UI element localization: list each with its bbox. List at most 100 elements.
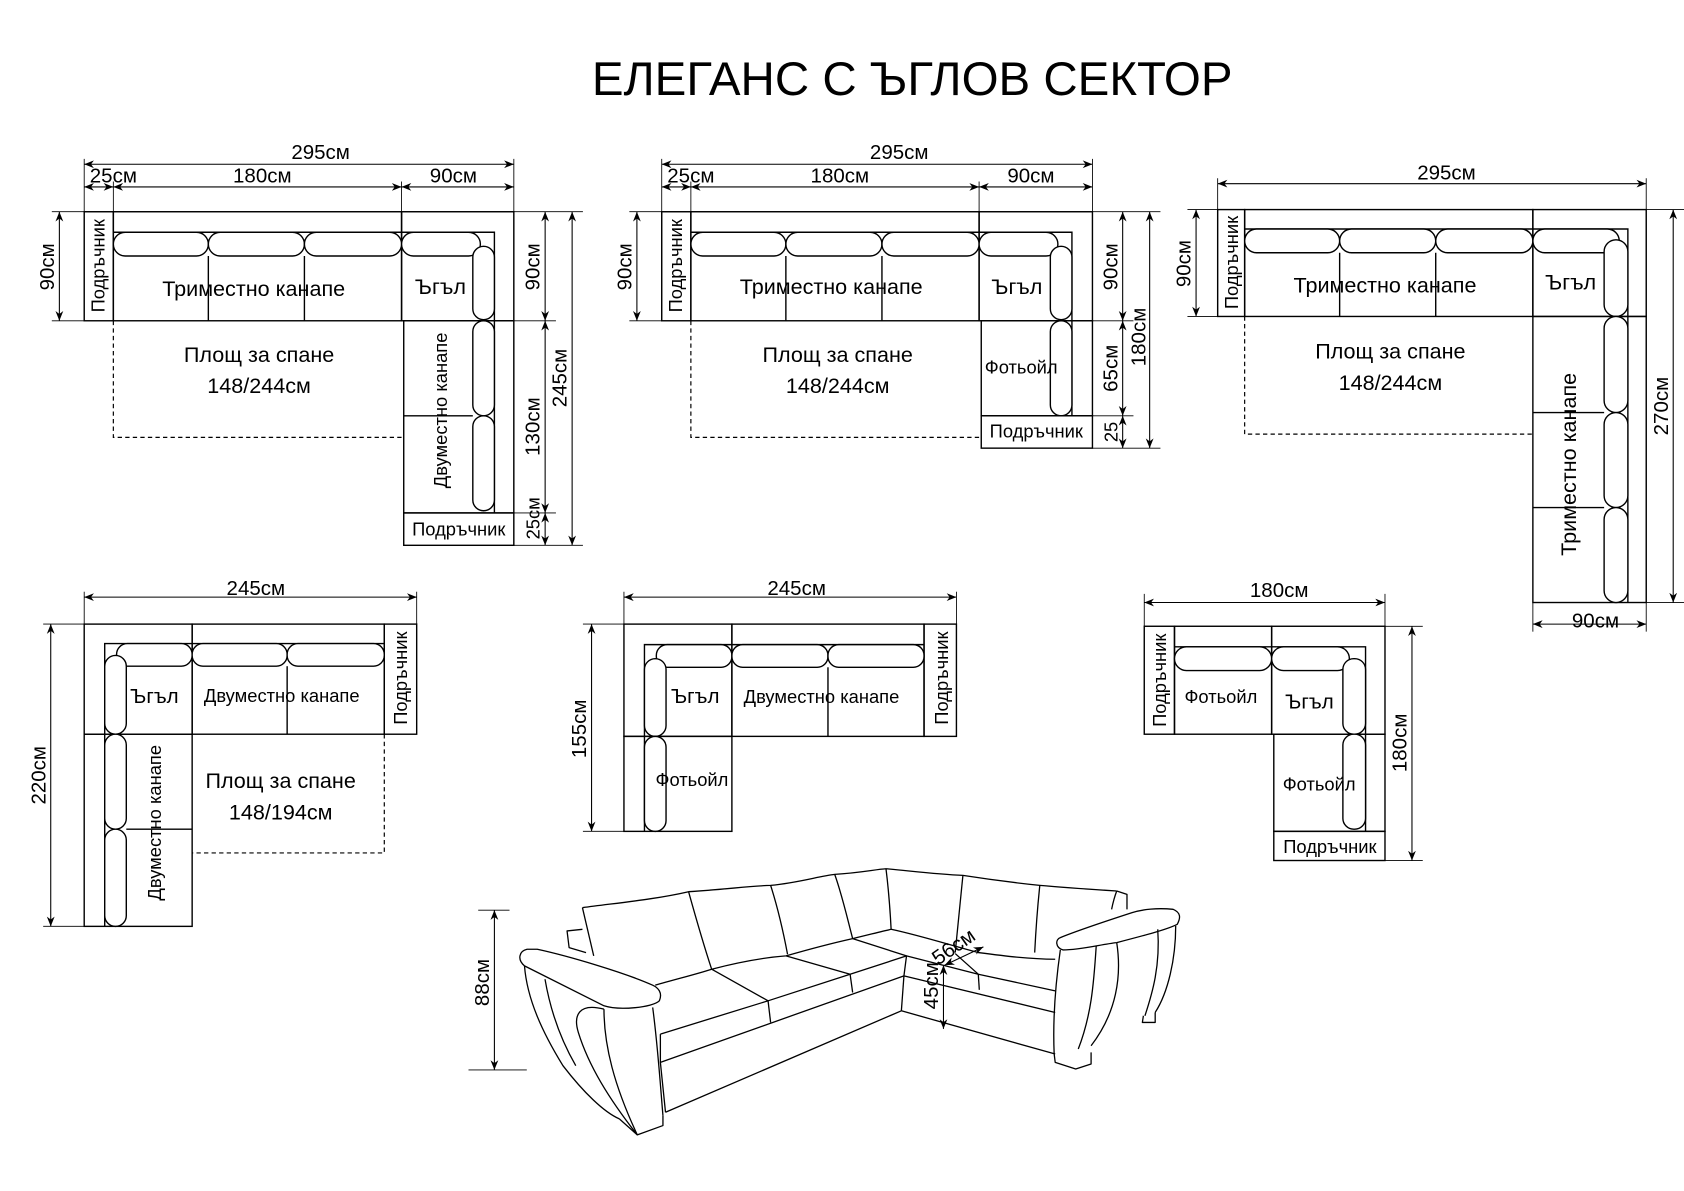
dimension-label: 295см xyxy=(1417,161,1476,184)
sleep-area-size: 148/244см xyxy=(207,373,311,398)
sleep-area-size: 148/244см xyxy=(786,373,890,398)
back-cushion xyxy=(104,828,128,928)
back-cushion xyxy=(286,642,385,667)
back-cushion xyxy=(827,643,925,668)
dimension-label: 90см xyxy=(1007,165,1054,188)
back-cushion xyxy=(1603,506,1629,604)
dimension-label: 180см xyxy=(233,165,292,188)
dimension-label: 90см xyxy=(1572,609,1619,632)
back-cushion xyxy=(191,642,288,667)
armchair-module xyxy=(1173,625,1273,735)
sleep-area-label: Площ за спане xyxy=(184,342,334,367)
dimension-label: 155см xyxy=(568,700,591,759)
module-label: Фотьойл xyxy=(656,769,729,790)
layout-2-diagram: Триместно канапе Ъгъл Подръчник Площ за … xyxy=(614,141,1161,449)
three-seat-module xyxy=(690,211,980,322)
back-cushion xyxy=(1342,733,1367,830)
module-label: Триместно канапе xyxy=(1556,373,1581,556)
back-cushion xyxy=(207,231,306,257)
dimension-label: 90см xyxy=(1099,243,1122,290)
module-label: Подръчник xyxy=(990,420,1084,441)
dimension-label: 90см xyxy=(614,243,637,290)
corner-module xyxy=(83,623,193,735)
back-cushion xyxy=(1603,411,1629,509)
module-label: Двуместно канапе xyxy=(144,745,165,901)
dimension-label: 25см xyxy=(523,497,544,539)
layout-6-diagram: Фотьойл Ъгъл Подръчник Фотьойл Подръчник… xyxy=(1143,579,1423,862)
dimension-label: 220см xyxy=(27,746,50,805)
back-cushion xyxy=(1173,646,1273,672)
back-cushion xyxy=(1435,228,1534,254)
three-seat-module xyxy=(1243,208,1534,318)
dimension-label-height: 88см xyxy=(471,959,494,1006)
dimension-label: 90см xyxy=(36,243,59,290)
back-cushion xyxy=(1243,228,1341,254)
dimension-label: 65см xyxy=(1099,345,1122,392)
back-cushion xyxy=(472,245,496,321)
layout-5-diagram: Ъгъл Двуместно канапе Подръчник Фотьойл … xyxy=(568,577,958,833)
module-label: Подръчник xyxy=(931,630,952,724)
dimension-label: 295см xyxy=(870,141,929,164)
module-label: Ъгъл xyxy=(1545,269,1596,294)
dimension-label: 245см xyxy=(549,349,572,408)
back-cushion xyxy=(731,643,829,668)
dimension-label-seat-height: 45см xyxy=(920,962,943,1009)
two-seat-module xyxy=(191,623,385,735)
back-cushion xyxy=(881,231,980,257)
dimension-label: 270см xyxy=(1650,377,1673,436)
back-cushion xyxy=(978,231,1059,257)
module-label: Подръчник xyxy=(390,630,411,724)
three-seat-module xyxy=(112,211,403,322)
dimension-label-seat-depth: 56см xyxy=(928,924,980,970)
back-cushion xyxy=(655,643,733,668)
page-title: ЕЛЕГАНС С ЪГЛОВ СЕКТОР xyxy=(592,53,1233,106)
dimension-label: 180см xyxy=(1250,579,1309,602)
dimension-label: 25см xyxy=(90,165,137,188)
module-label: Ъгъл xyxy=(415,274,466,299)
three-seat-side-module xyxy=(1532,315,1647,604)
module-label: Ъгъл xyxy=(130,685,178,708)
two-seat-module xyxy=(403,320,515,514)
two-seat-side-module xyxy=(83,733,193,928)
armrest-bottom xyxy=(1273,830,1386,862)
dimension-label: 245см xyxy=(767,577,826,600)
dimension-label: 90см xyxy=(1173,240,1196,287)
dimension-label: 130см xyxy=(522,397,545,456)
dimension-label: 180см xyxy=(1389,714,1412,773)
layout-4-diagram: Ъгъл Двуместно канапе Подръчник Двуместн… xyxy=(27,577,418,928)
sleep-area-size: 148/244см xyxy=(1339,370,1443,395)
module-label: Триместно канапе xyxy=(1293,273,1476,298)
sleep-area-size: 148/194см xyxy=(229,799,333,824)
sleep-area-outline xyxy=(690,320,982,438)
back-cushion xyxy=(472,320,496,417)
module-label: Подръчник xyxy=(665,218,686,312)
back-cushion xyxy=(1342,657,1367,735)
module-label: Подръчник xyxy=(1221,215,1242,309)
back-cushion xyxy=(1603,239,1629,318)
sleep-area-outline xyxy=(112,320,404,438)
corner-module xyxy=(623,623,733,738)
sleep-area-label: Площ за спане xyxy=(205,768,355,793)
back-cushion xyxy=(785,231,883,257)
back-cushion xyxy=(643,657,667,738)
back-cushion xyxy=(303,231,403,257)
back-cushion xyxy=(1338,228,1437,254)
module-label: Ъгъл xyxy=(991,274,1042,299)
back-cushion xyxy=(104,654,128,735)
module-label: Двуместно канапе xyxy=(430,333,451,489)
module-label: Двуместно канапе xyxy=(744,686,900,707)
module-label: Подръчник xyxy=(1149,633,1170,727)
sleep-area-label: Площ за спане xyxy=(762,342,912,367)
dimension-label: 25 xyxy=(1100,422,1121,442)
module-label: Фотьойл xyxy=(1283,773,1356,794)
back-cushion xyxy=(115,642,193,667)
back-cushion xyxy=(1270,646,1351,672)
sofa-perspective-dimensions: 88см 45см 56см xyxy=(468,909,984,1071)
corner-module xyxy=(1270,625,1386,735)
dimension-label: 245см xyxy=(227,577,286,600)
back-cushion xyxy=(472,415,496,512)
module-label: Ъгъл xyxy=(1285,690,1333,713)
module-label: Фотьойл xyxy=(985,357,1058,378)
module-label: Триместно канапе xyxy=(740,274,923,299)
